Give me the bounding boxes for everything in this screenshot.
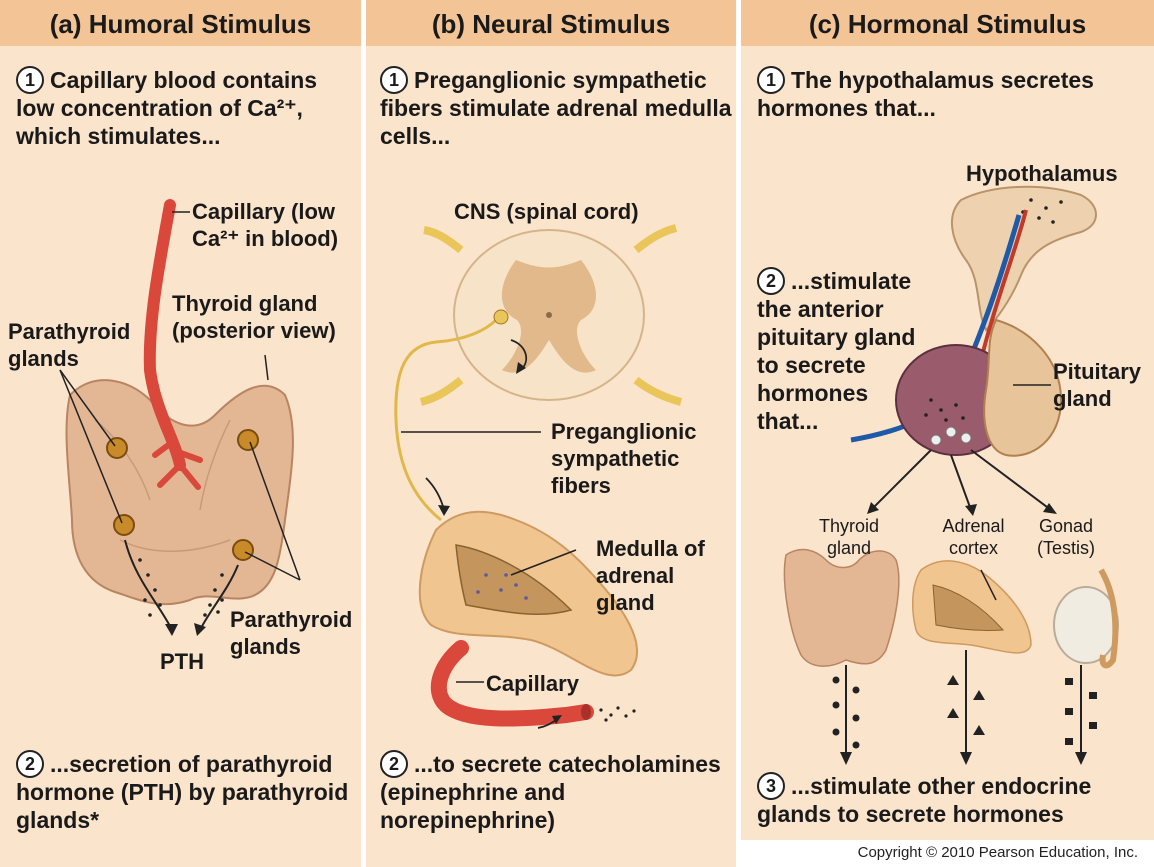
panel-c-step2: 2...stimulate the anterior pituitary gla… [757, 267, 932, 435]
humoral-illustration [0, 0, 361, 867]
label-adrenal-cortex: Adrenal cortex [931, 515, 1016, 559]
parathyroid-gland [238, 430, 258, 450]
panel-a-step2: 2...secretion of parathyroid hormone (PT… [16, 750, 356, 834]
label-medulla-of-adrenal: Medulla of adrenal gland [596, 535, 736, 616]
label-thyroid-gland: Thyroid gland (posterior view) [172, 290, 357, 344]
panel-b-step2: 2...to secrete catecholamines (epinephri… [380, 750, 732, 834]
label-parathyroid-glands-left: Parathyroid glands [8, 318, 143, 372]
label-capillary-low-ca: Capillary (low Ca²⁺ in blood) [192, 198, 357, 252]
parathyroid-gland [114, 515, 134, 535]
step-number-badge: 3 [757, 772, 785, 800]
label-cns: CNS (spinal cord) [454, 198, 674, 225]
label-capillary: Capillary [486, 670, 606, 697]
label-thyroid-gland-target: Thyroid gland [809, 515, 889, 559]
panel-c-step3: 3...stimulate other endocrine glands to … [757, 772, 1149, 828]
panel-a-step2-text: ...secretion of parathyroid hormone (PTH… [16, 751, 348, 833]
step-number-badge: 2 [16, 750, 44, 778]
panel-c-step3-text: ...stimulate other endocrine glands to s… [757, 773, 1091, 827]
label-pituitary-gland: Pituitary gland [1053, 358, 1153, 412]
label-hypothalamus: Hypothalamus [966, 160, 1151, 187]
panel-b-step2-text: ...to secrete catecholamines (epinephrin… [380, 751, 721, 833]
parathyroid-gland [107, 438, 127, 458]
label-parathyroid-glands-right: Parathyroid glands [230, 606, 360, 660]
hypothalamus [952, 187, 1096, 330]
step-number-badge: 2 [380, 750, 408, 778]
label-pth: PTH [160, 648, 220, 675]
testis-target [1054, 587, 1118, 663]
posterior-pituitary [984, 320, 1061, 456]
label-gonad-testis: Gonad (Testis) [1026, 515, 1106, 559]
copyright-notice: Copyright © 2010 Pearson Education, Inc. [858, 844, 1138, 861]
parathyroid-gland [233, 540, 253, 560]
thyroid-gland [67, 380, 293, 604]
thyroid-gland-target [784, 550, 898, 667]
label-preganglionic-fibers: Preganglionic sympathetic fibers [551, 418, 736, 499]
panel-c-step2-text: ...stimulate the anterior pituitary glan… [757, 268, 915, 434]
step-number-badge: 2 [757, 267, 785, 295]
